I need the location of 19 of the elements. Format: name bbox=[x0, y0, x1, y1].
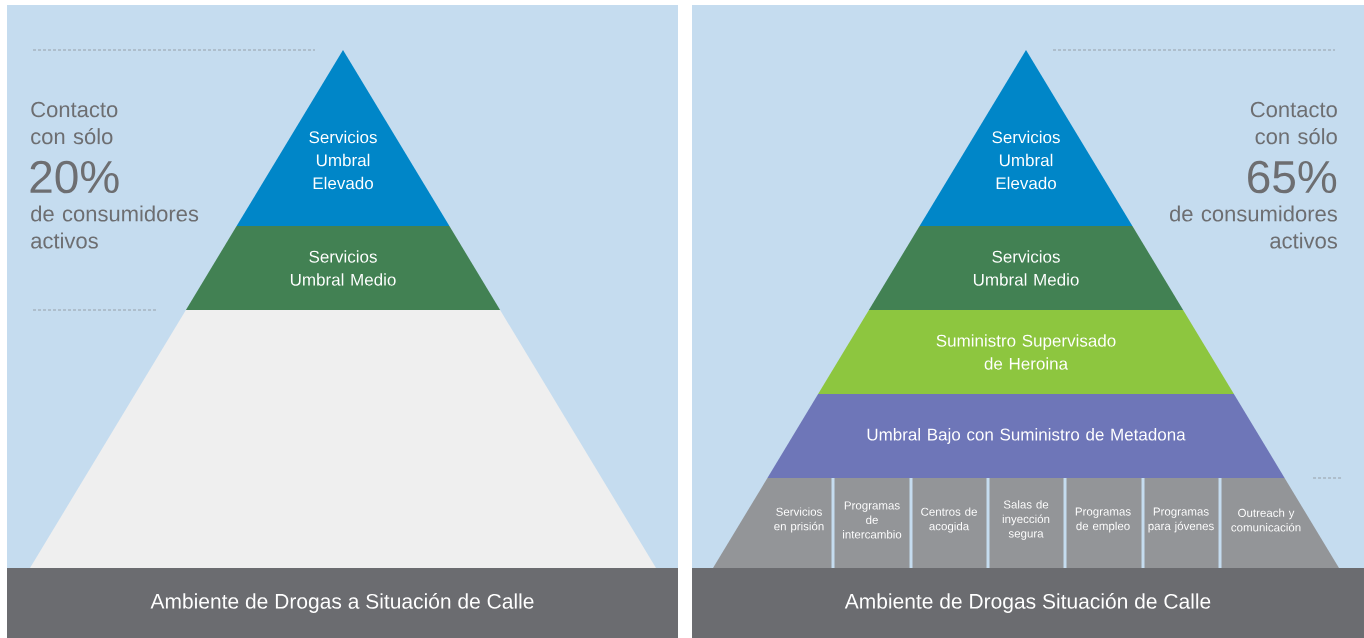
pyramid-tier: Servicios Umbral Elevado bbox=[236, 50, 450, 226]
percentage: 20% bbox=[30, 160, 119, 194]
pyramid-tier: Servicios Umbral Medio bbox=[868, 226, 1184, 310]
service-cell: Salas de inyección segura bbox=[989, 478, 1064, 568]
service-cell: Programas de intercambio bbox=[834, 478, 910, 568]
service-cell: Programas para jóvenes bbox=[1144, 478, 1219, 568]
service-cell: Programas de empleo bbox=[1066, 478, 1142, 568]
pyramid-tier: Servicios Umbral Medio bbox=[185, 226, 501, 310]
percentage: 65% bbox=[1248, 160, 1337, 194]
service-cell: Outreach y comunicación bbox=[1221, 478, 1339, 568]
pyramid-tier: Servicios Umbral Elevado bbox=[919, 50, 1133, 226]
pyramid-tier: Suministro Supervisado de Heroina bbox=[818, 310, 1234, 394]
base-bar: Ambiente de Drogas Situación de Calle bbox=[692, 568, 1364, 638]
side-note: Contacto con sólo bbox=[1250, 101, 1337, 145]
pyramid-base bbox=[30, 310, 656, 568]
service-cell: Centros de acogida bbox=[912, 478, 987, 568]
base-bar: Ambiente de Drogas a Situación de Calle bbox=[7, 568, 678, 638]
service-cell: Servicios en prisión bbox=[713, 478, 832, 568]
side-note: Contacto con sólo bbox=[31, 101, 118, 145]
